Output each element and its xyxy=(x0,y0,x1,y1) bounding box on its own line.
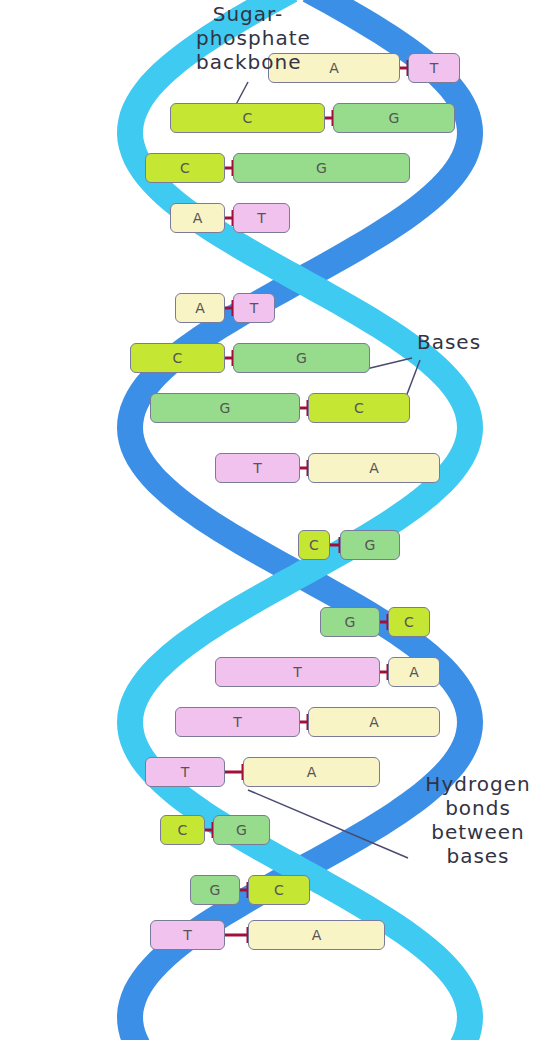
base-rod: A xyxy=(243,757,380,787)
hydrogen-bond xyxy=(225,160,233,176)
callout-label: Sugar-phosphate backbone xyxy=(196,2,300,74)
base-letter: G xyxy=(365,538,376,552)
base-rod: A xyxy=(308,707,440,737)
light-backbone-ribbon xyxy=(130,0,470,1040)
hydrogen-bond xyxy=(330,537,340,553)
base-letter: A xyxy=(195,301,205,315)
hydrogen-bond xyxy=(240,882,248,898)
base-letter: A xyxy=(307,765,317,779)
base-letter: T xyxy=(233,715,242,729)
hydrogen-bond xyxy=(300,400,308,416)
base-letter: T xyxy=(293,665,302,679)
base-rod: C xyxy=(248,875,310,905)
base-rod: T xyxy=(215,453,300,483)
base-letter: G xyxy=(210,883,221,897)
base-letter: C xyxy=(274,883,284,897)
base-letter: T xyxy=(183,928,192,942)
base-rod: C xyxy=(170,103,325,133)
base-rod: G xyxy=(233,343,370,373)
base-rod: T xyxy=(175,707,300,737)
hydrogen-bond xyxy=(225,764,243,780)
hydrogen-bond xyxy=(380,664,388,680)
base-rod: C xyxy=(308,393,410,423)
base-rod: T xyxy=(150,920,225,950)
base-rod: G xyxy=(190,875,240,905)
base-rod: T xyxy=(233,203,290,233)
base-rod: T xyxy=(233,293,275,323)
base-letter: G xyxy=(296,351,307,365)
callout-label: Bases xyxy=(404,330,494,354)
base-letter: A xyxy=(369,461,379,475)
hydrogen-bond xyxy=(300,460,308,476)
base-letter: A xyxy=(369,715,379,729)
base-letter: C xyxy=(243,111,253,125)
base-rod: G xyxy=(340,530,400,560)
base-letter: A xyxy=(409,665,419,679)
base-letter: A xyxy=(329,61,339,75)
hydrogen-bond xyxy=(400,60,408,76)
bond-line xyxy=(225,934,248,937)
base-rod: T xyxy=(215,657,380,687)
hydrogen-bond xyxy=(380,614,388,630)
base-rod: C xyxy=(145,153,225,183)
base-rod: T xyxy=(145,757,225,787)
base-rod: A xyxy=(388,657,440,687)
base-rod: G xyxy=(213,815,270,845)
base-letter: C xyxy=(180,161,190,175)
base-letter: A xyxy=(193,211,203,225)
base-rod: C xyxy=(160,815,205,845)
bond-line xyxy=(225,771,243,774)
base-letter: G xyxy=(220,401,231,415)
base-letter: T xyxy=(181,765,190,779)
callout-label: Hydrogen bonds between bases xyxy=(408,772,548,868)
hydrogen-bond xyxy=(325,110,333,126)
base-rod: A xyxy=(170,203,225,233)
hydrogen-bond xyxy=(225,350,233,366)
base-letter: T xyxy=(257,211,266,225)
base-letter: C xyxy=(404,615,414,629)
base-letter: G xyxy=(236,823,247,837)
base-rod: G xyxy=(233,153,410,183)
base-rod: G xyxy=(333,103,455,133)
base-letter: T xyxy=(430,61,439,75)
base-letter: C xyxy=(309,538,319,552)
base-letter: C xyxy=(173,351,183,365)
hydrogen-bond xyxy=(300,714,308,730)
base-letter: G xyxy=(389,111,400,125)
base-letter: G xyxy=(316,161,327,175)
base-rod: C xyxy=(388,607,430,637)
dark-backbone-ribbon xyxy=(130,0,470,1040)
base-rod: C xyxy=(298,530,330,560)
base-letter: T xyxy=(250,301,259,315)
hydrogen-bond xyxy=(225,210,233,226)
base-rod: G xyxy=(320,607,380,637)
base-letter: G xyxy=(345,615,356,629)
leader-line xyxy=(248,790,408,858)
base-letter: C xyxy=(178,823,188,837)
base-letter: T xyxy=(253,461,262,475)
base-rod: G xyxy=(150,393,300,423)
base-rod: A xyxy=(248,920,385,950)
base-rod: T xyxy=(408,53,460,83)
base-letter: C xyxy=(354,401,364,415)
base-rod: A xyxy=(175,293,225,323)
hydrogen-bond xyxy=(225,927,248,943)
hydrogen-bond xyxy=(205,822,213,838)
base-rod: A xyxy=(308,453,440,483)
base-rod: C xyxy=(130,343,225,373)
hydrogen-bond xyxy=(225,300,233,316)
base-letter: A xyxy=(312,928,322,942)
